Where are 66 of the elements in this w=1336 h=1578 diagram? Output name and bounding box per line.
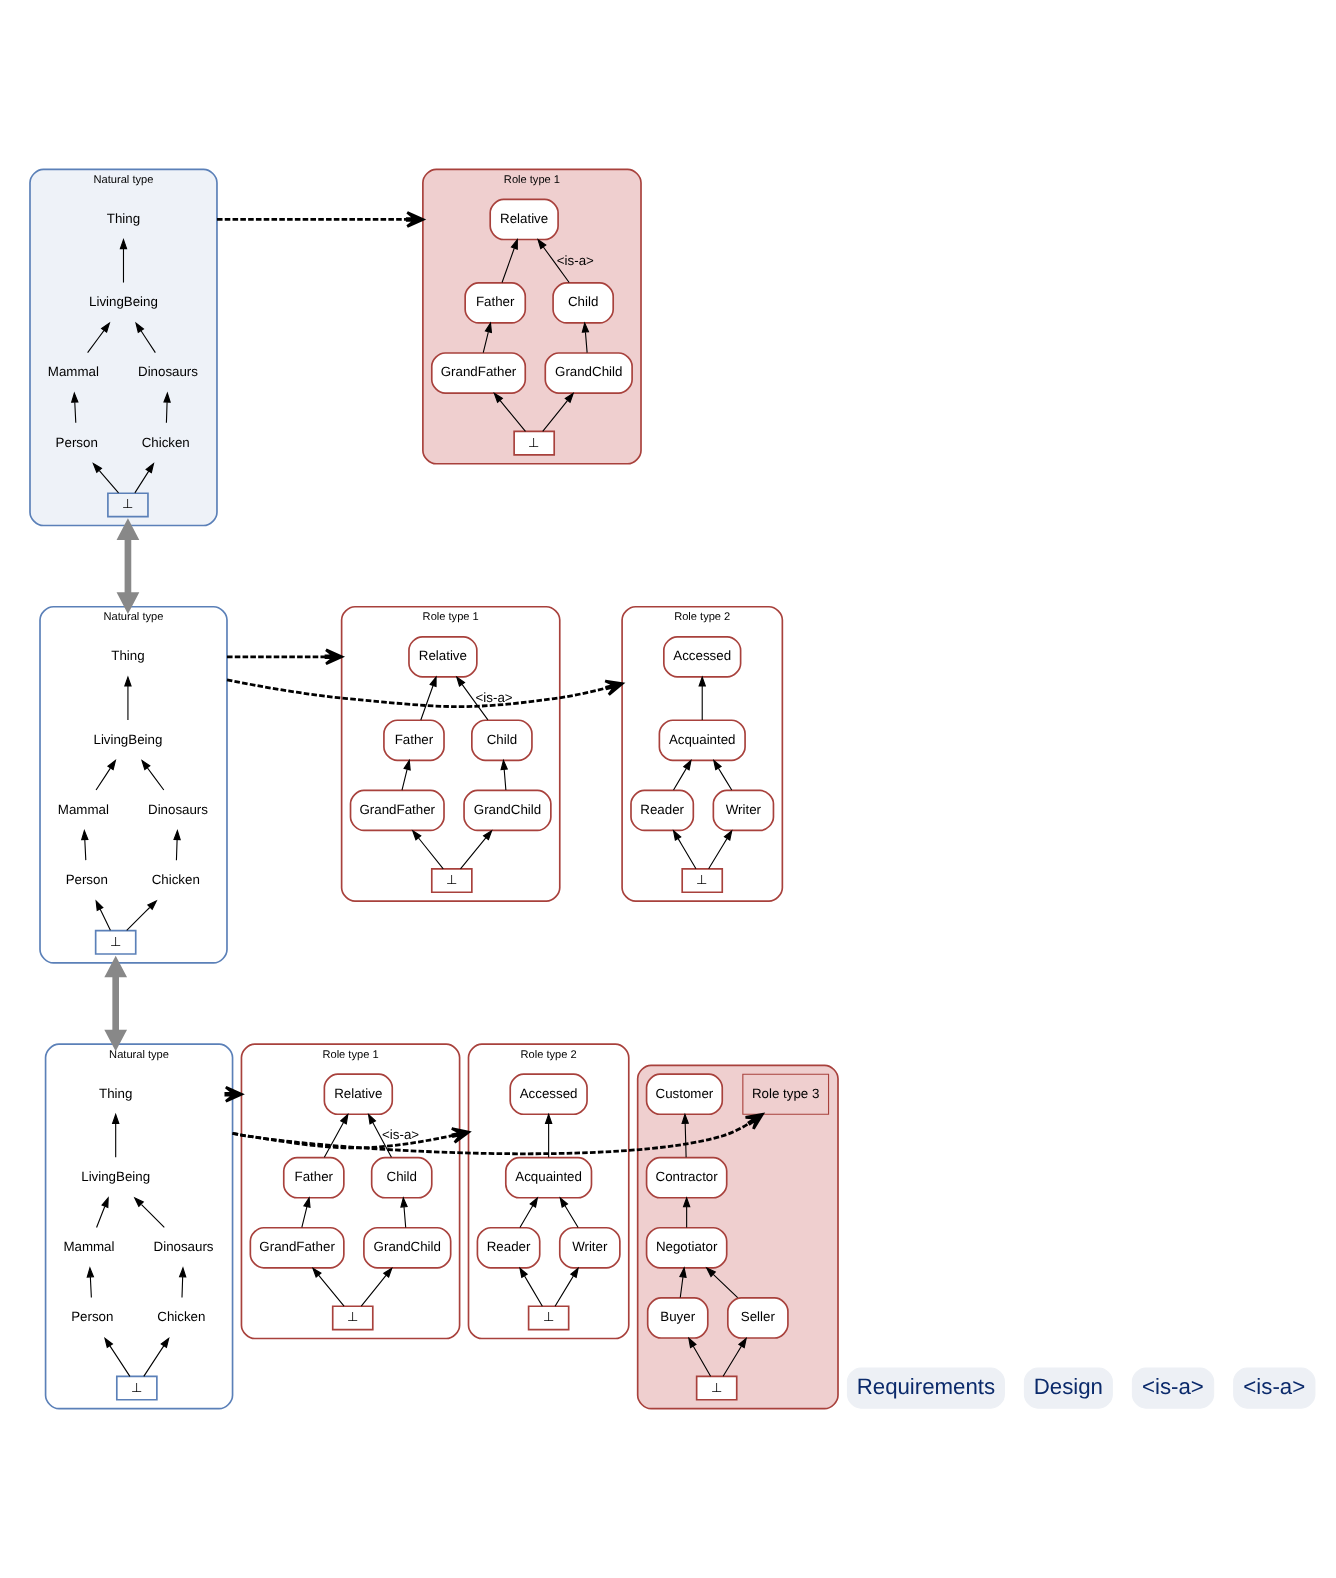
label: <is-a> — [1243, 1375, 1306, 1400]
label: <is-a> — [1142, 1375, 1204, 1400]
arrow — [501, 238, 518, 284]
arrow — [712, 759, 733, 791]
arrow — [698, 675, 707, 721]
arrow — [173, 828, 181, 861]
arrow — [111, 1112, 120, 1158]
arrow — [708, 829, 733, 870]
arrow — [116, 518, 140, 614]
arrow — [119, 238, 128, 284]
arrow — [681, 1112, 690, 1158]
arrow — [141, 759, 165, 791]
arrow — [705, 1266, 739, 1299]
arrow — [519, 1266, 543, 1307]
arrow — [401, 758, 411, 791]
arrow — [581, 321, 590, 354]
cluster — [636, 1064, 839, 1410]
arrow — [542, 392, 575, 432]
label: Design — [1033, 1375, 1103, 1400]
arrow — [400, 1196, 408, 1228]
arrow — [672, 759, 692, 791]
arrow — [420, 675, 437, 721]
arrow — [216, 211, 425, 228]
arrow — [722, 1336, 748, 1377]
arrow — [554, 1266, 579, 1307]
arrow — [559, 1196, 579, 1228]
arrow — [96, 1196, 109, 1228]
arrow — [367, 1112, 392, 1158]
arrow — [143, 1336, 170, 1377]
arrow — [80, 828, 89, 861]
arrow — [95, 899, 111, 931]
arrow — [459, 829, 493, 870]
arrow — [323, 1113, 349, 1158]
label: Requirements — [856, 1375, 996, 1400]
arrow — [360, 1266, 393, 1307]
arrow — [124, 675, 132, 721]
arrow — [411, 829, 444, 870]
arrow — [134, 462, 155, 494]
arrow — [519, 1196, 539, 1228]
arrow — [455, 675, 489, 721]
arrow — [482, 321, 493, 354]
arrow — [311, 1266, 345, 1307]
arrow — [544, 1112, 553, 1158]
arrow — [92, 462, 120, 494]
arrow — [687, 1336, 712, 1377]
arrow — [70, 391, 79, 424]
arrow — [104, 955, 128, 1052]
arrow — [133, 1196, 165, 1228]
arrow — [126, 899, 158, 931]
arrow — [135, 321, 156, 354]
arrow — [301, 1196, 311, 1228]
arrow — [226, 678, 624, 708]
arrow — [163, 391, 171, 424]
arrow — [178, 1266, 187, 1299]
arrow — [87, 321, 111, 354]
arrow — [95, 759, 117, 791]
arrow — [500, 758, 509, 791]
arrow — [493, 392, 527, 432]
arrow — [227, 648, 343, 666]
arrow — [537, 238, 570, 284]
arrow — [86, 1266, 95, 1299]
arrow — [682, 1196, 691, 1228]
arrow — [679, 1266, 687, 1299]
arrow — [104, 1336, 131, 1377]
arrow — [232, 1112, 764, 1156]
arrow — [672, 829, 697, 870]
